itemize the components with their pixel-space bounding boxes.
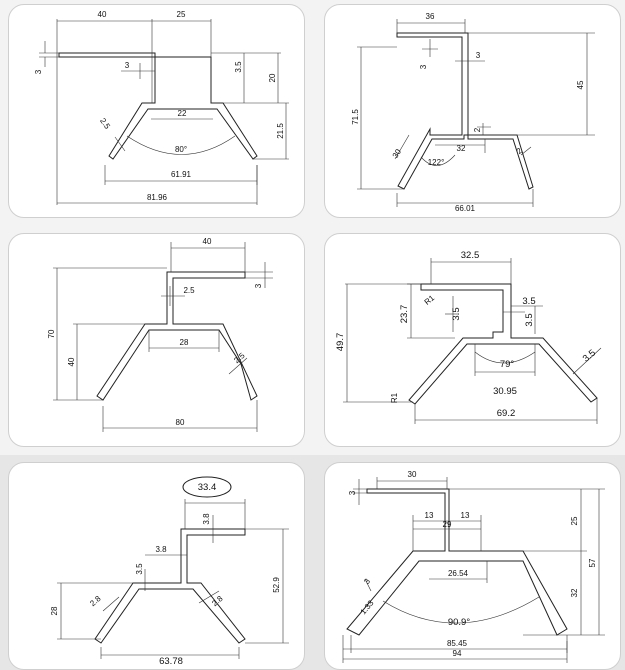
profile-drawing-6: 30 3 13 13 29 25 57 26.54 32 3 1.33 90.9… xyxy=(342,470,605,663)
dim-label: 28 xyxy=(180,338,189,347)
profile-drawing-5: 33.4 3.8 3.8 3.5 52.9 28 2.8 2.8 63.78 xyxy=(50,476,289,667)
dim-label: 122° xyxy=(428,158,445,167)
dim-label big: 90.9° xyxy=(448,617,470,628)
dim-label: 61.91 xyxy=(171,170,192,179)
dim-label: 3 xyxy=(34,69,43,74)
dim-label: 94 xyxy=(453,649,462,658)
dim-label: 26.54 xyxy=(448,569,469,578)
dim-label: 21.5 xyxy=(276,123,285,139)
dim-label: 32 xyxy=(457,144,466,153)
dim-label big: 3.5 xyxy=(581,348,598,365)
dim-label: 3 xyxy=(254,283,263,288)
dim-label: 3.8 xyxy=(202,513,211,525)
dim-label big: 69.2 xyxy=(497,408,516,419)
dim-label: 25 xyxy=(177,10,186,19)
dim-label big: 3.5 xyxy=(524,313,535,326)
dim-label: 2.8 xyxy=(210,594,225,608)
dim-label: 28 xyxy=(50,606,59,615)
dimension-labels: 40 3 2.5 70 40 28 2.5 80 xyxy=(47,237,263,427)
drawing-panel-5: 33.4 3.8 3.8 3.5 52.9 28 2.8 2.8 63.78 xyxy=(8,462,305,670)
dim-label: 40 xyxy=(98,10,107,19)
dimension-lines xyxy=(53,242,273,432)
dim-label: 3 xyxy=(125,61,130,70)
drawing-panel-3: 40 3 2.5 70 40 28 2.5 80 xyxy=(8,233,305,447)
drawing-panel-4: 32.5 R1 23.7 3.5 3.5 3.5 49.7 79° 3.5 30… xyxy=(324,233,621,447)
dim-label: 81.96 xyxy=(147,193,168,202)
dim-label: 3.8 xyxy=(155,545,167,554)
dim-label: 57 xyxy=(588,558,597,567)
dim-label: 22 xyxy=(178,109,187,118)
dim-label: 3 xyxy=(476,51,481,60)
dimension-labels: 36 3 3 45 71.5 2 30 32 122° 2 66.01 xyxy=(351,12,585,213)
dim-label big: 30.95 xyxy=(493,386,517,397)
dim-label: 3.5 xyxy=(234,61,243,73)
dim-label big: 32.5 xyxy=(461,250,480,261)
profile-outline xyxy=(96,271,258,401)
profile-outline xyxy=(94,528,246,644)
dim-label: 52.9 xyxy=(272,577,281,593)
dim-label big: 49.7 xyxy=(335,333,346,352)
dimension-lines xyxy=(343,258,602,424)
profile-outline xyxy=(346,488,568,636)
profile-drawing-1: 40 25 3 3 3.5 20 22 2.5 80° 21.5 61.91 8… xyxy=(34,10,289,205)
dim-label: 2.5 xyxy=(232,351,247,365)
dim-label: 29 xyxy=(443,520,452,529)
dimension-labels: 40 25 3 3 3.5 20 22 2.5 80° 21.5 61.91 8… xyxy=(34,10,285,202)
dim-label: 2.5 xyxy=(183,286,195,295)
profile-drawing-2: 36 3 3 45 71.5 2 30 32 122° 2 66.01 xyxy=(351,12,595,213)
dim-label big: 3.5 xyxy=(451,307,462,320)
profile-drawing-3: 40 3 2.5 70 40 28 2.5 80 xyxy=(47,237,273,432)
dim-label: 2 xyxy=(515,146,525,156)
dimension-lines xyxy=(39,19,289,205)
dim-label: 45 xyxy=(576,80,585,89)
dim-label: 3.5 xyxy=(135,563,144,575)
dim-label: 36 xyxy=(426,12,435,21)
dim-label big: 3.5 xyxy=(522,296,535,307)
dimension-lines xyxy=(357,19,595,207)
dim-label: 2 xyxy=(473,127,482,132)
profile-outline xyxy=(58,52,258,160)
profile-outline xyxy=(408,283,598,405)
dim-label: 1.33 xyxy=(359,598,376,616)
dim-label: 3 xyxy=(419,64,428,69)
dim-label: 30 xyxy=(408,470,417,479)
dim-label: R1 xyxy=(390,392,399,403)
dim-label: 13 xyxy=(461,511,470,520)
dim-label: 85.45 xyxy=(447,639,468,648)
dim-label: 13 xyxy=(425,511,434,520)
drawing-panel-1: 40 25 3 3 3.5 20 22 2.5 80° 21.5 61.91 8… xyxy=(8,4,305,218)
dim-label: 2.5 xyxy=(98,116,112,131)
dim-label: 80° xyxy=(175,145,187,154)
dim-label: 66.01 xyxy=(455,204,476,213)
dim-label: 2.8 xyxy=(88,594,103,608)
dimension-lines xyxy=(57,499,289,659)
dim-label big: 23.7 xyxy=(399,305,410,324)
dim-label big: 33.4 xyxy=(198,482,217,493)
dim-label: 3 xyxy=(348,490,357,495)
dimension-lines xyxy=(342,477,605,663)
profile-drawing-4: 32.5 R1 23.7 3.5 3.5 3.5 49.7 79° 3.5 30… xyxy=(335,250,602,424)
dim-label: 40 xyxy=(203,237,212,246)
dimension-labels: 32.5 R1 23.7 3.5 3.5 3.5 49.7 79° 3.5 30… xyxy=(335,250,598,419)
highlight-ellipse xyxy=(182,476,232,498)
dim-label: 3 xyxy=(362,576,372,586)
dim-label big: 79° xyxy=(500,359,515,370)
dim-label: 40 xyxy=(67,357,76,366)
dim-label: 32 xyxy=(570,588,579,597)
dimension-labels: 30 3 13 13 29 25 57 26.54 32 3 1.33 90.9… xyxy=(348,470,597,658)
dim-label: 25 xyxy=(570,516,579,525)
dim-label: 70 xyxy=(47,329,56,338)
dim-label: 30 xyxy=(391,147,404,160)
drawing-panel-6: 30 3 13 13 29 25 57 26.54 32 3 1.33 90.9… xyxy=(324,462,621,670)
profile-outline xyxy=(396,32,534,190)
dim-label: R1 xyxy=(423,293,437,307)
drawing-panel-2: 36 3 3 45 71.5 2 30 32 122° 2 66.01 xyxy=(324,4,621,218)
dim-label: 20 xyxy=(268,73,277,82)
dim-label: 71.5 xyxy=(351,109,360,125)
dim-label big: 63.78 xyxy=(159,656,183,667)
dim-label: 80 xyxy=(176,418,185,427)
